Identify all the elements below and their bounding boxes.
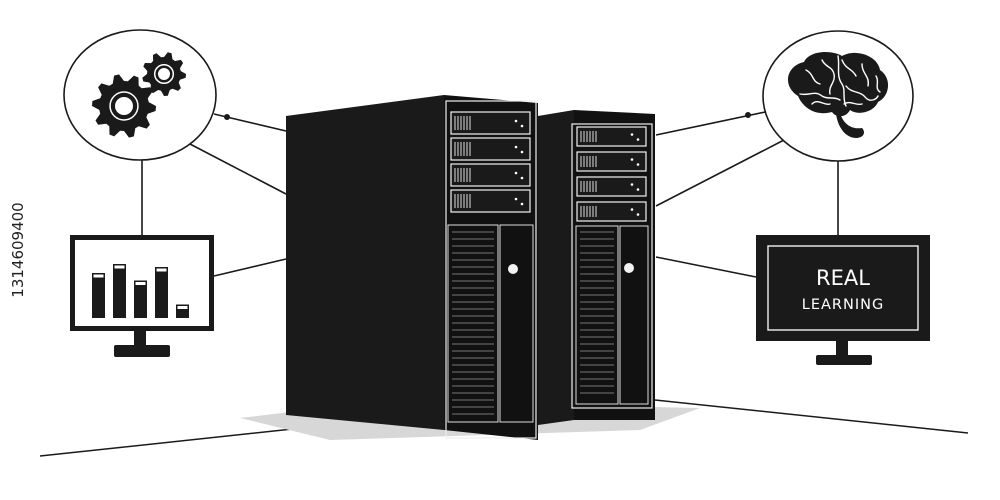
rack-right-drive-bays (576, 126, 647, 222)
gear-ring (153, 63, 175, 85)
monitor-bar-cap (177, 306, 188, 309)
gear-ring (109, 91, 139, 121)
drive-bay (576, 151, 647, 172)
drive-led (630, 133, 634, 136)
drive-led (514, 145, 518, 149)
drive-bay (576, 201, 647, 222)
drive-bay (450, 189, 531, 213)
stock-id-strip: 1314609400 (0, 202, 98, 297)
monitor-bar-chart (92, 264, 189, 318)
drive-bay (576, 126, 647, 147)
rack-left-drive-bays (450, 111, 531, 213)
drive-led (514, 197, 518, 201)
gear-hole (115, 97, 133, 115)
stock-id-text: 1314609400 (9, 202, 27, 298)
monitor-bar (134, 280, 147, 318)
drive-bay (450, 163, 531, 187)
monitor-text-line2: LEARNING (802, 297, 884, 313)
drive-led (520, 202, 524, 206)
drive-led (636, 138, 640, 141)
real-learning-monitor: REAL LEARNING (756, 235, 930, 365)
drive-led (630, 158, 634, 161)
monitor-bar-cap (156, 268, 167, 272)
rack-left-power-button (508, 264, 518, 274)
drive-led (630, 208, 634, 211)
monitor-bar-cap (135, 282, 146, 285)
floor-lines (39, 399, 969, 457)
monitor-bar-cap (114, 265, 125, 269)
drive-led (520, 124, 524, 128)
brain-bubble (762, 30, 914, 162)
server-rack-right (538, 110, 655, 425)
monitor-bar (92, 273, 105, 318)
gears-bubble (63, 29, 217, 161)
drive-led (636, 188, 640, 191)
chart-monitor (70, 235, 214, 357)
rack-right-vents (580, 231, 614, 394)
drive-led (514, 171, 518, 175)
drive-led (636, 163, 640, 166)
drive-led (514, 119, 518, 123)
server-rack-left (286, 95, 538, 440)
gears-icon (92, 52, 186, 138)
drive-led (520, 176, 524, 180)
gear-hole (158, 68, 170, 80)
rack-left-vents (452, 231, 494, 415)
monitor-bar (113, 264, 126, 318)
connector-nodes (224, 112, 751, 120)
drive-bay (450, 111, 531, 135)
monitor-bar-cap (93, 274, 104, 278)
drive-bay (450, 137, 531, 161)
monitor-text-line1: REAL (816, 266, 870, 290)
drive-led (520, 150, 524, 154)
brain-icon (787, 52, 889, 138)
rack-right-power-button (624, 263, 634, 273)
drive-led (636, 213, 640, 216)
drive-led (630, 183, 634, 186)
drive-bay (576, 176, 647, 197)
monitor-bar (155, 267, 168, 318)
